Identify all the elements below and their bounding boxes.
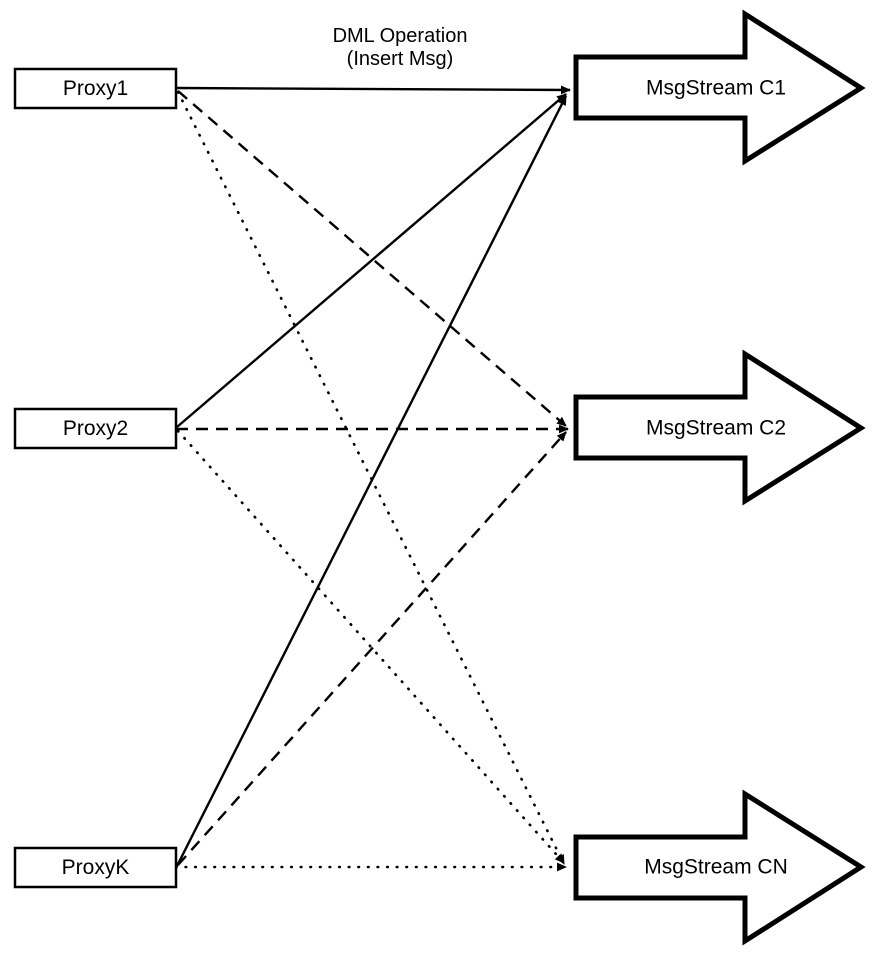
msgstream-label: MsgStream C1 (646, 77, 786, 100)
block-arrow-icon (573, 789, 866, 946)
proxy-label: Proxy1 (63, 77, 128, 100)
proxy-box-rect (13, 407, 178, 450)
proxy-box-rect (13, 67, 178, 110)
msgstream-layer: MsgStream C1 MsgStream C2 MsgStream CN (573, 9, 866, 946)
msgstream-label: MsgStream CN (644, 856, 788, 879)
msgstream-node-cn[interactable]: MsgStream CN (573, 789, 866, 946)
edge-proxy2-to-msgstream-cn (176, 429, 566, 865)
dml-operation-label-line1: DML Operation (333, 25, 468, 47)
proxy-node-proxy1[interactable]: Proxy1 (13, 67, 178, 110)
msgstream-node-c1[interactable]: MsgStream C1 (573, 9, 866, 166)
edge-proxy2-to-msgstream-c1 (176, 93, 567, 428)
edge-proxyk-to-msgstream-c2 (177, 431, 567, 866)
dml-operation-label: DML Operation (Insert Msg) (333, 25, 468, 70)
proxy-label: ProxyK (62, 856, 130, 879)
proxy-node-proxyk[interactable]: ProxyK (13, 846, 178, 889)
block-arrow-icon (573, 9, 866, 166)
edge-proxy1-to-msgstream-c2 (177, 90, 567, 427)
proxy-label: Proxy2 (63, 417, 128, 440)
edge-proxy1-to-msgstream-cn (176, 90, 566, 866)
proxy-layer: Proxy1 Proxy2 ProxyK (13, 67, 178, 889)
dml-operation-label-line2: (Insert Msg) (347, 48, 454, 70)
edge-proxyk-to-msgstream-c1 (175, 95, 568, 867)
proxy-node-proxy2[interactable]: Proxy2 (13, 407, 178, 450)
block-arrow-icon (573, 349, 866, 506)
proxy-box-rect (13, 846, 178, 889)
edge-proxy1-to-msgstream-c1 (175, 85, 571, 95)
edge-layer (174, 85, 571, 872)
msgstream-label: MsgStream C2 (646, 417, 786, 440)
msgstream-node-c2[interactable]: MsgStream C2 (573, 349, 866, 506)
